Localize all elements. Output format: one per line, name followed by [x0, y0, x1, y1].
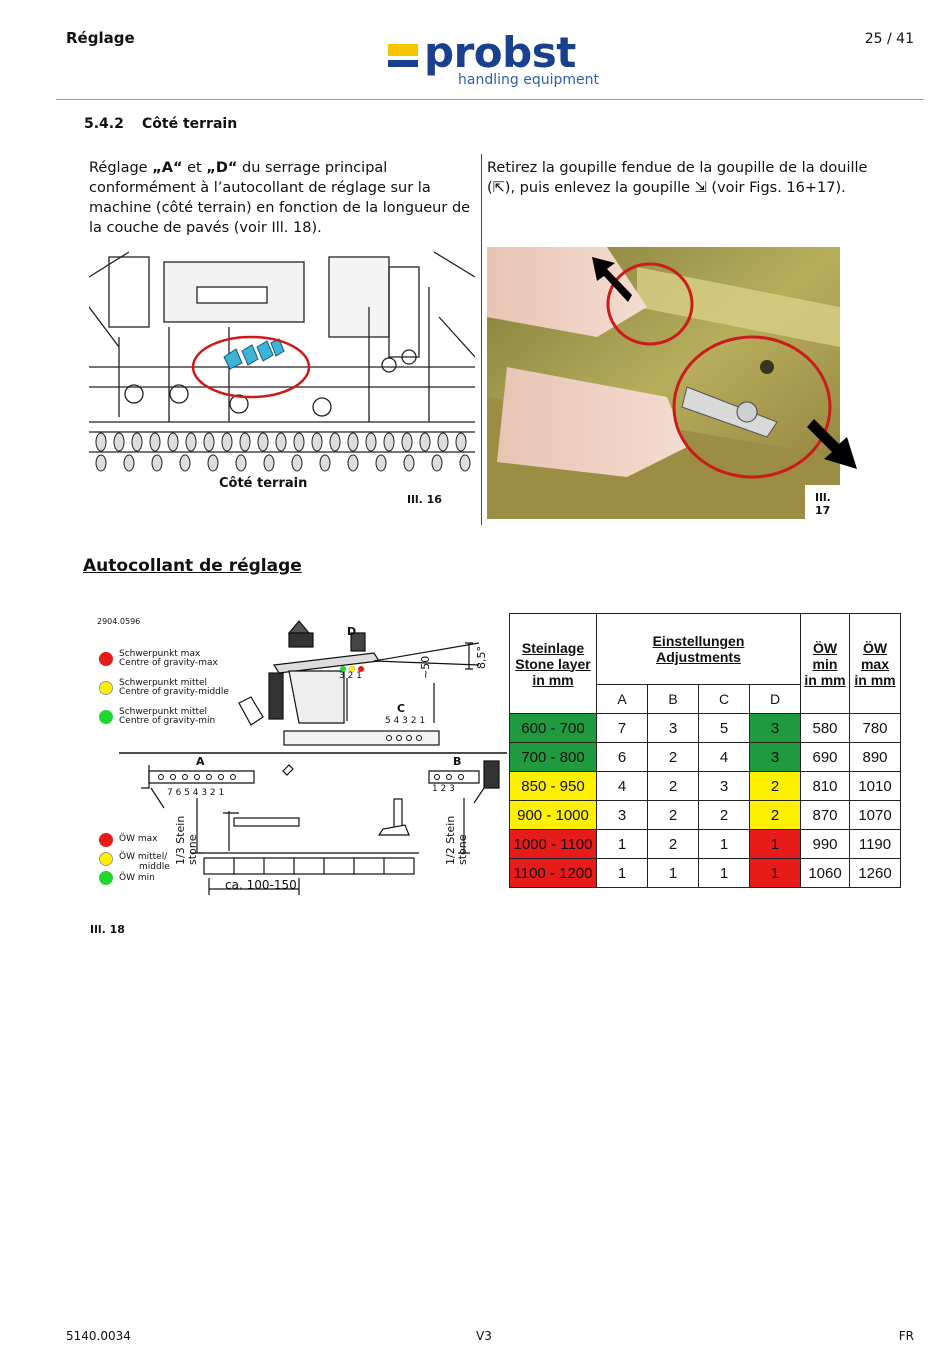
section-number: 5.4.2 — [84, 116, 124, 132]
setting-a-label: „A“ — [152, 160, 183, 176]
left-instruction: Réglage „A“ et „D“ du serrage principal … — [89, 160, 471, 236]
header-rule — [56, 99, 924, 100]
scale-a: 7 6 5 4 3 2 1 — [167, 788, 225, 798]
label-b: B — [453, 755, 462, 768]
logo-brand: probst — [424, 28, 576, 77]
scale-b: 1 2 3 — [432, 784, 455, 794]
green-dot-icon — [99, 710, 113, 724]
chapter-title: Réglage — [66, 29, 135, 47]
logo-tagline: handling equipment — [458, 72, 599, 88]
scale-c: 5 4 3 2 1 — [385, 716, 426, 726]
section-title: Côté terrain — [142, 116, 238, 132]
col-b: B — [647, 684, 699, 714]
label-c: C — [397, 702, 406, 715]
fig17-caption: Ill. 17 — [805, 485, 860, 519]
highlight-circle — [191, 335, 311, 399]
page-number: 25 / 41 — [864, 31, 914, 47]
red-dot-icon — [99, 652, 113, 666]
fig18-caption: Ill. 18 — [90, 923, 125, 936]
stone-half-label: 1/2 Stein stone — [444, 815, 469, 865]
scale-d: 3 2 1 — [339, 671, 362, 681]
yellow-dot-icon — [99, 681, 113, 695]
column-divider — [481, 154, 482, 525]
angle-label: 8,5° — [475, 646, 488, 669]
fig16-caption: Ill. 16 — [407, 493, 442, 506]
label-d: D — [347, 625, 357, 638]
setting-d-label: „D“ — [206, 160, 238, 176]
col-d: D — [749, 684, 801, 714]
green-dot-icon — [99, 871, 113, 885]
figure-17-photo: Ill. 17 — [487, 247, 860, 519]
document-language: FR — [898, 1329, 914, 1343]
stone-third-label: 1/3 Stein stone — [174, 815, 199, 865]
figure-16-drawing: Côté terrain Ill. 16 — [89, 247, 475, 515]
sticker-heading: Autocollant de réglage — [83, 556, 302, 576]
probst-logo: probst handling equipment — [388, 30, 603, 94]
red-dot-icon — [99, 833, 113, 847]
dimension-50: ~50 — [419, 655, 432, 679]
document-number: 5140.0034 — [66, 1329, 131, 1343]
width-note: ca. 100-150 — [225, 878, 297, 892]
logo-mark-icon — [388, 44, 418, 67]
right-instruction: Retirez la goupille fendue de la goupill… — [487, 160, 868, 196]
part-number: 2904.0596 — [97, 617, 141, 626]
document-version: V3 — [476, 1329, 492, 1343]
label-a: A — [196, 755, 205, 768]
col-a: A — [596, 684, 648, 714]
fig16-label: Côté terrain — [219, 476, 308, 491]
yellow-dot-icon — [99, 852, 113, 866]
col-c: C — [698, 684, 750, 714]
